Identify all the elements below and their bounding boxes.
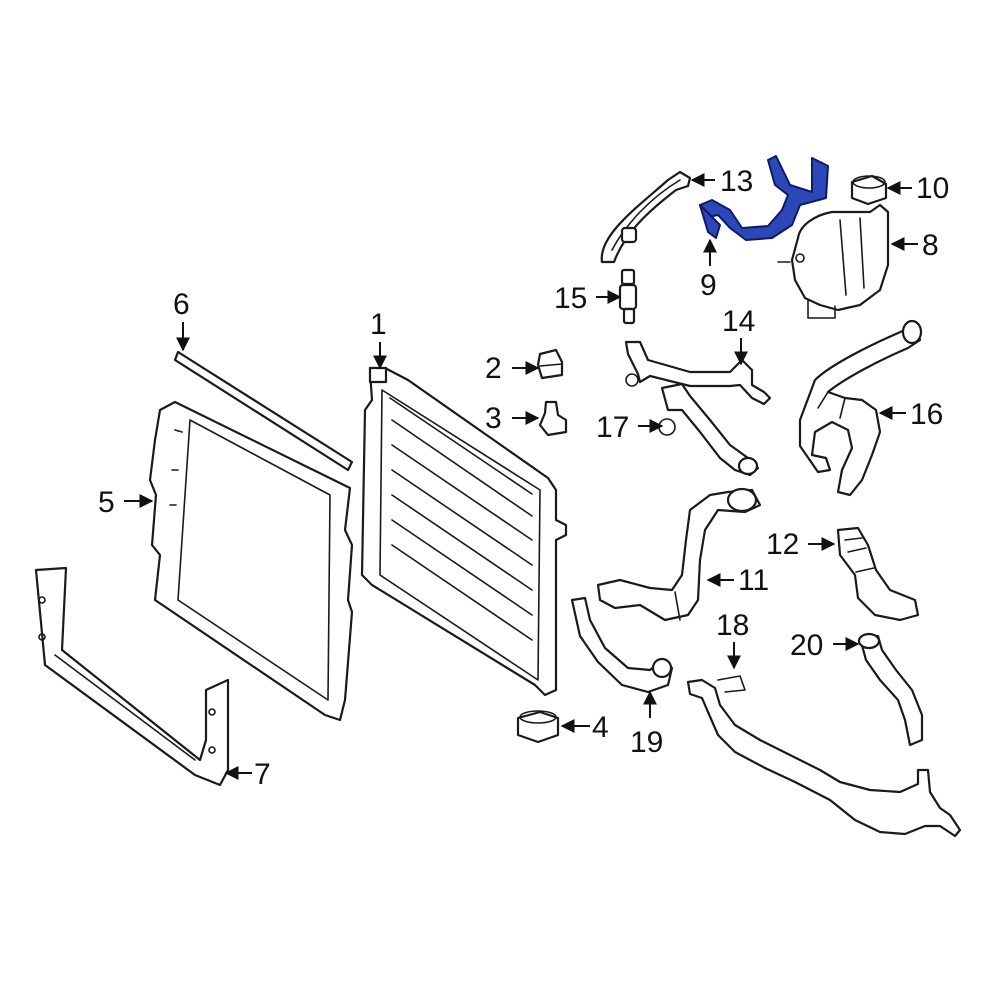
part-3-sensor[interactable] (538, 400, 568, 437)
callout-13[interactable]: 13 (720, 165, 753, 198)
callout-1[interactable]: 1 (370, 308, 387, 341)
part-9-bracket-highlighted[interactable] (699, 155, 829, 241)
callout-16[interactable]: 16 (910, 398, 943, 431)
part-16-hose-assembly[interactable] (798, 319, 923, 497)
callout-5[interactable]: 5 (98, 486, 115, 519)
part-4-cap[interactable] (516, 710, 560, 744)
callout-2[interactable]: 2 (485, 352, 502, 385)
callout-10[interactable]: 10 (916, 172, 949, 205)
callout-12[interactable]: 12 (766, 528, 799, 561)
callout-6[interactable]: 6 (173, 288, 190, 321)
part-15-connector[interactable] (618, 268, 638, 325)
part-20-hose[interactable] (857, 632, 924, 747)
part-8-expansion-tank[interactable] (777, 203, 890, 319)
callout-labels: 1 2 3 4 5 6 7 8 9 10 11 12 13 14 15 16 1… (98, 165, 949, 791)
part-12-hose[interactable] (836, 526, 920, 622)
leader-lines (124, 173, 918, 780)
part-17-hose[interactable] (658, 382, 760, 477)
callout-19[interactable]: 19 (630, 726, 663, 759)
callout-4[interactable]: 4 (592, 711, 609, 744)
callout-18[interactable]: 18 (716, 609, 749, 642)
callout-11[interactable]: 11 (738, 564, 769, 597)
part-14-pipe[interactable] (624, 340, 772, 406)
callout-8[interactable]: 8 (922, 229, 939, 262)
callout-17[interactable]: 17 (596, 411, 629, 444)
callout-7[interactable]: 7 (254, 758, 271, 791)
part-10-reservoir-cap[interactable] (850, 174, 888, 206)
part-7-lower-deflector[interactable] (34, 566, 230, 787)
callout-9[interactable]: 9 (700, 269, 717, 302)
part-13-hose[interactable] (600, 170, 692, 264)
part-19-hose[interactable] (570, 596, 674, 694)
part-6-seal-strip[interactable] (173, 350, 354, 472)
callout-15[interactable]: 15 (554, 282, 587, 315)
part-11-hose[interactable] (596, 487, 762, 622)
part-2-clip[interactable] (536, 348, 564, 380)
callout-14[interactable]: 14 (722, 305, 755, 338)
part-5-shroud-frame[interactable] (148, 400, 354, 722)
callout-20[interactable]: 20 (790, 629, 823, 662)
part-18-pipe[interactable] (686, 675, 962, 838)
callout-3[interactable]: 3 (485, 402, 502, 435)
